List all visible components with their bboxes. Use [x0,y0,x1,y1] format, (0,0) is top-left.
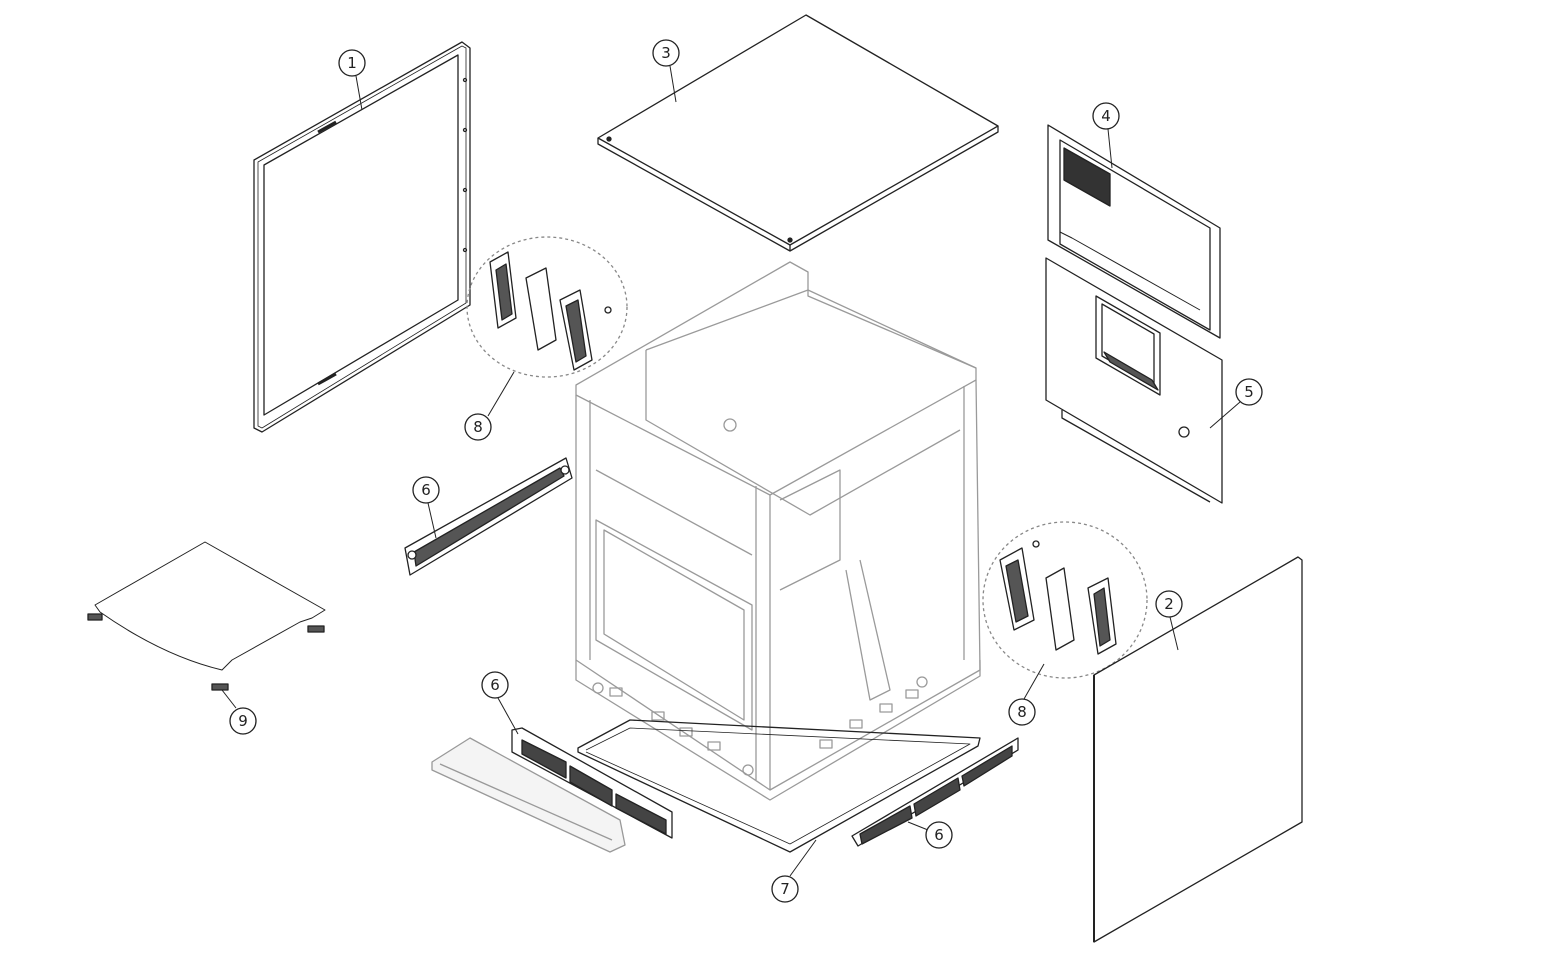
callout-6-bottom-right: 6 [925,821,953,849]
part-7-base-frame [577,719,981,853]
svg-text:9: 9 [238,712,248,730]
svg-text:6: 6 [490,676,500,694]
svg-text:8: 8 [1017,703,1027,721]
part-3-top-panel [597,14,999,252]
callout-6-bottom-left: 6 [481,671,509,699]
callout-4: 4 [1092,102,1120,130]
part-8-detail-left [466,236,628,378]
svg-text:6: 6 [421,481,431,499]
part-4-rear-upper-panel [1047,124,1221,339]
callout-5: 5 [1235,378,1263,406]
callout-9: 9 [229,707,257,735]
part-6-vent-right [851,737,1019,847]
part-8-detail-right [982,521,1148,679]
leader-lines [221,65,1241,877]
svg-text:6: 6 [934,826,944,844]
cabinet-frame [575,261,981,801]
svg-text:2: 2 [1164,595,1174,613]
callout-6-upper: 6 [412,476,440,504]
callout-8-right: 8 [1008,698,1036,726]
part-5-rear-lower-panel [1045,257,1223,504]
part-2-side-panel [1093,556,1303,943]
svg-text:5: 5 [1244,383,1254,401]
part-6-vent-left [511,727,673,839]
svg-text:3: 3 [661,44,671,62]
part-1-side-frame [253,41,471,433]
callout-3: 3 [652,39,680,67]
svg-text:4: 4 [1101,107,1111,125]
callout-8-left: 8 [464,413,492,441]
part-9-tray [87,541,326,691]
svg-text:8: 8 [473,418,483,436]
svg-text:1: 1 [347,54,357,72]
callout-1: 1 [338,49,366,77]
callout-7: 7 [771,875,799,903]
callout-2: 2 [1155,590,1183,618]
part-6-rail-upper [404,457,573,576]
bottom-left-rail [431,737,626,853]
svg-text:7: 7 [780,880,790,898]
